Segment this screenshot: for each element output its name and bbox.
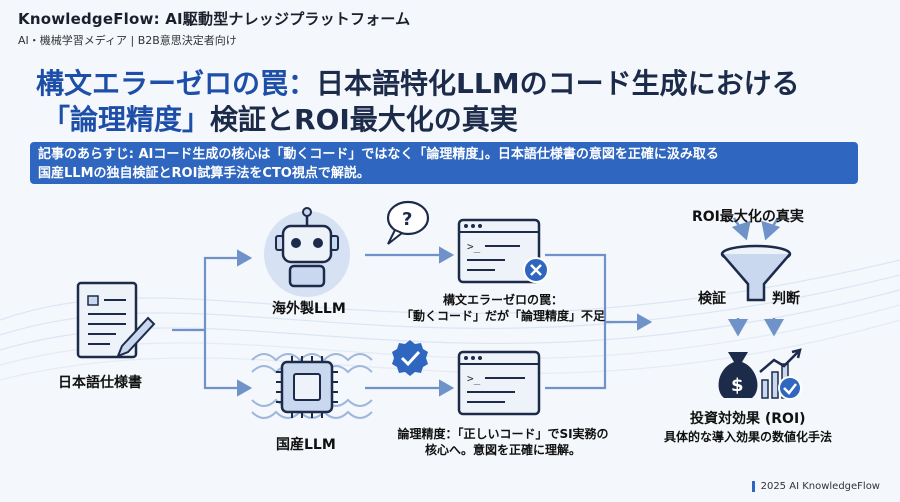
brand-subtitle: AI・機械学習メディア | B2B意思決定者向け: [18, 34, 237, 47]
connector-lines: [172, 246, 653, 397]
foreign-result-line2: 「動くコード」だが「論理精度」不足: [400, 309, 605, 323]
robot-icon: [264, 207, 350, 297]
title-line2-highlight: 「論理精度」: [42, 103, 211, 136]
title-line1-rest: 日本語特化LLMのコード生成における: [316, 67, 800, 100]
page-title: 構文エラーゼロの罠：日本語特化LLMのコード生成における 「論理精度」検証とRO…: [36, 66, 876, 138]
foreign-result-line1: 構文エラーゼロの罠：: [442, 293, 563, 307]
foreign-llm-label: 海外製LLM: [272, 301, 346, 317]
title-line2-rest: 検証とROI最大化の真実: [210, 103, 518, 136]
summary-line1: 記事のあらすじ: AIコード生成の核心は「動くコード」ではなく「論理精度」。日本…: [38, 147, 719, 162]
roi-subtitle: 具体的な導入効果の数値化手法: [664, 430, 833, 444]
header: KnowledgeFlow: AI駆動型ナレッジプラットフォーム AI・機械学習…: [18, 8, 410, 48]
domestic-result-line2: 核心へ。意図を正確に理解。: [424, 443, 581, 457]
svg-text:>_: >_: [467, 240, 481, 253]
judge-label: 判断: [772, 291, 800, 307]
question-bubble-icon: ?: [386, 200, 430, 245]
document-icon: [76, 281, 156, 359]
svg-text:>_: >_: [467, 372, 481, 385]
chip-icon: [251, 353, 373, 419]
code-window-error-icon: >_: [457, 218, 549, 284]
funnel-icon: [720, 217, 792, 302]
check-badge-icon: [392, 340, 428, 376]
summary-line2: 国産LLMの独自検証とROI試算手法をCTO視点で解説。: [38, 166, 370, 181]
svg-text:?: ?: [402, 209, 412, 230]
svg-text:$: $: [731, 375, 744, 396]
brand-title: KnowledgeFlow: AI駆動型ナレッジプラットフォーム: [18, 10, 411, 28]
summary-box: 記事のあらすじ: AIコード生成の核心は「動くコード」ではなく「論理精度」。日本…: [30, 142, 858, 184]
domestic-result-line1: 論理精度：「正しいコード」でSI実務の: [397, 427, 609, 441]
title-line1-highlight: 構文エラーゼロの罠：: [36, 67, 317, 100]
footer: 2025 AI KnowledgeFlow: [751, 481, 880, 492]
spec-label: 日本語仕様書: [58, 375, 142, 391]
roi-label: 投資対効果 (ROI): [690, 411, 806, 427]
code-window-icon: >_: [457, 350, 541, 416]
domestic-result-text: 論理精度：「正しいコード」でSI実務の 核心へ。意図を正確に理解。: [388, 426, 618, 458]
foreign-result-text: 構文エラーゼロの罠： 「動くコード」だが「論理精度」不足: [388, 292, 618, 324]
verify-label: 検証: [698, 291, 726, 307]
money-bag-chart-icon: $: [718, 348, 802, 400]
domestic-llm-label: 国産LLM: [276, 437, 336, 453]
roi-title: ROI最大化の真実: [692, 209, 804, 225]
down-arrows: [728, 318, 784, 337]
